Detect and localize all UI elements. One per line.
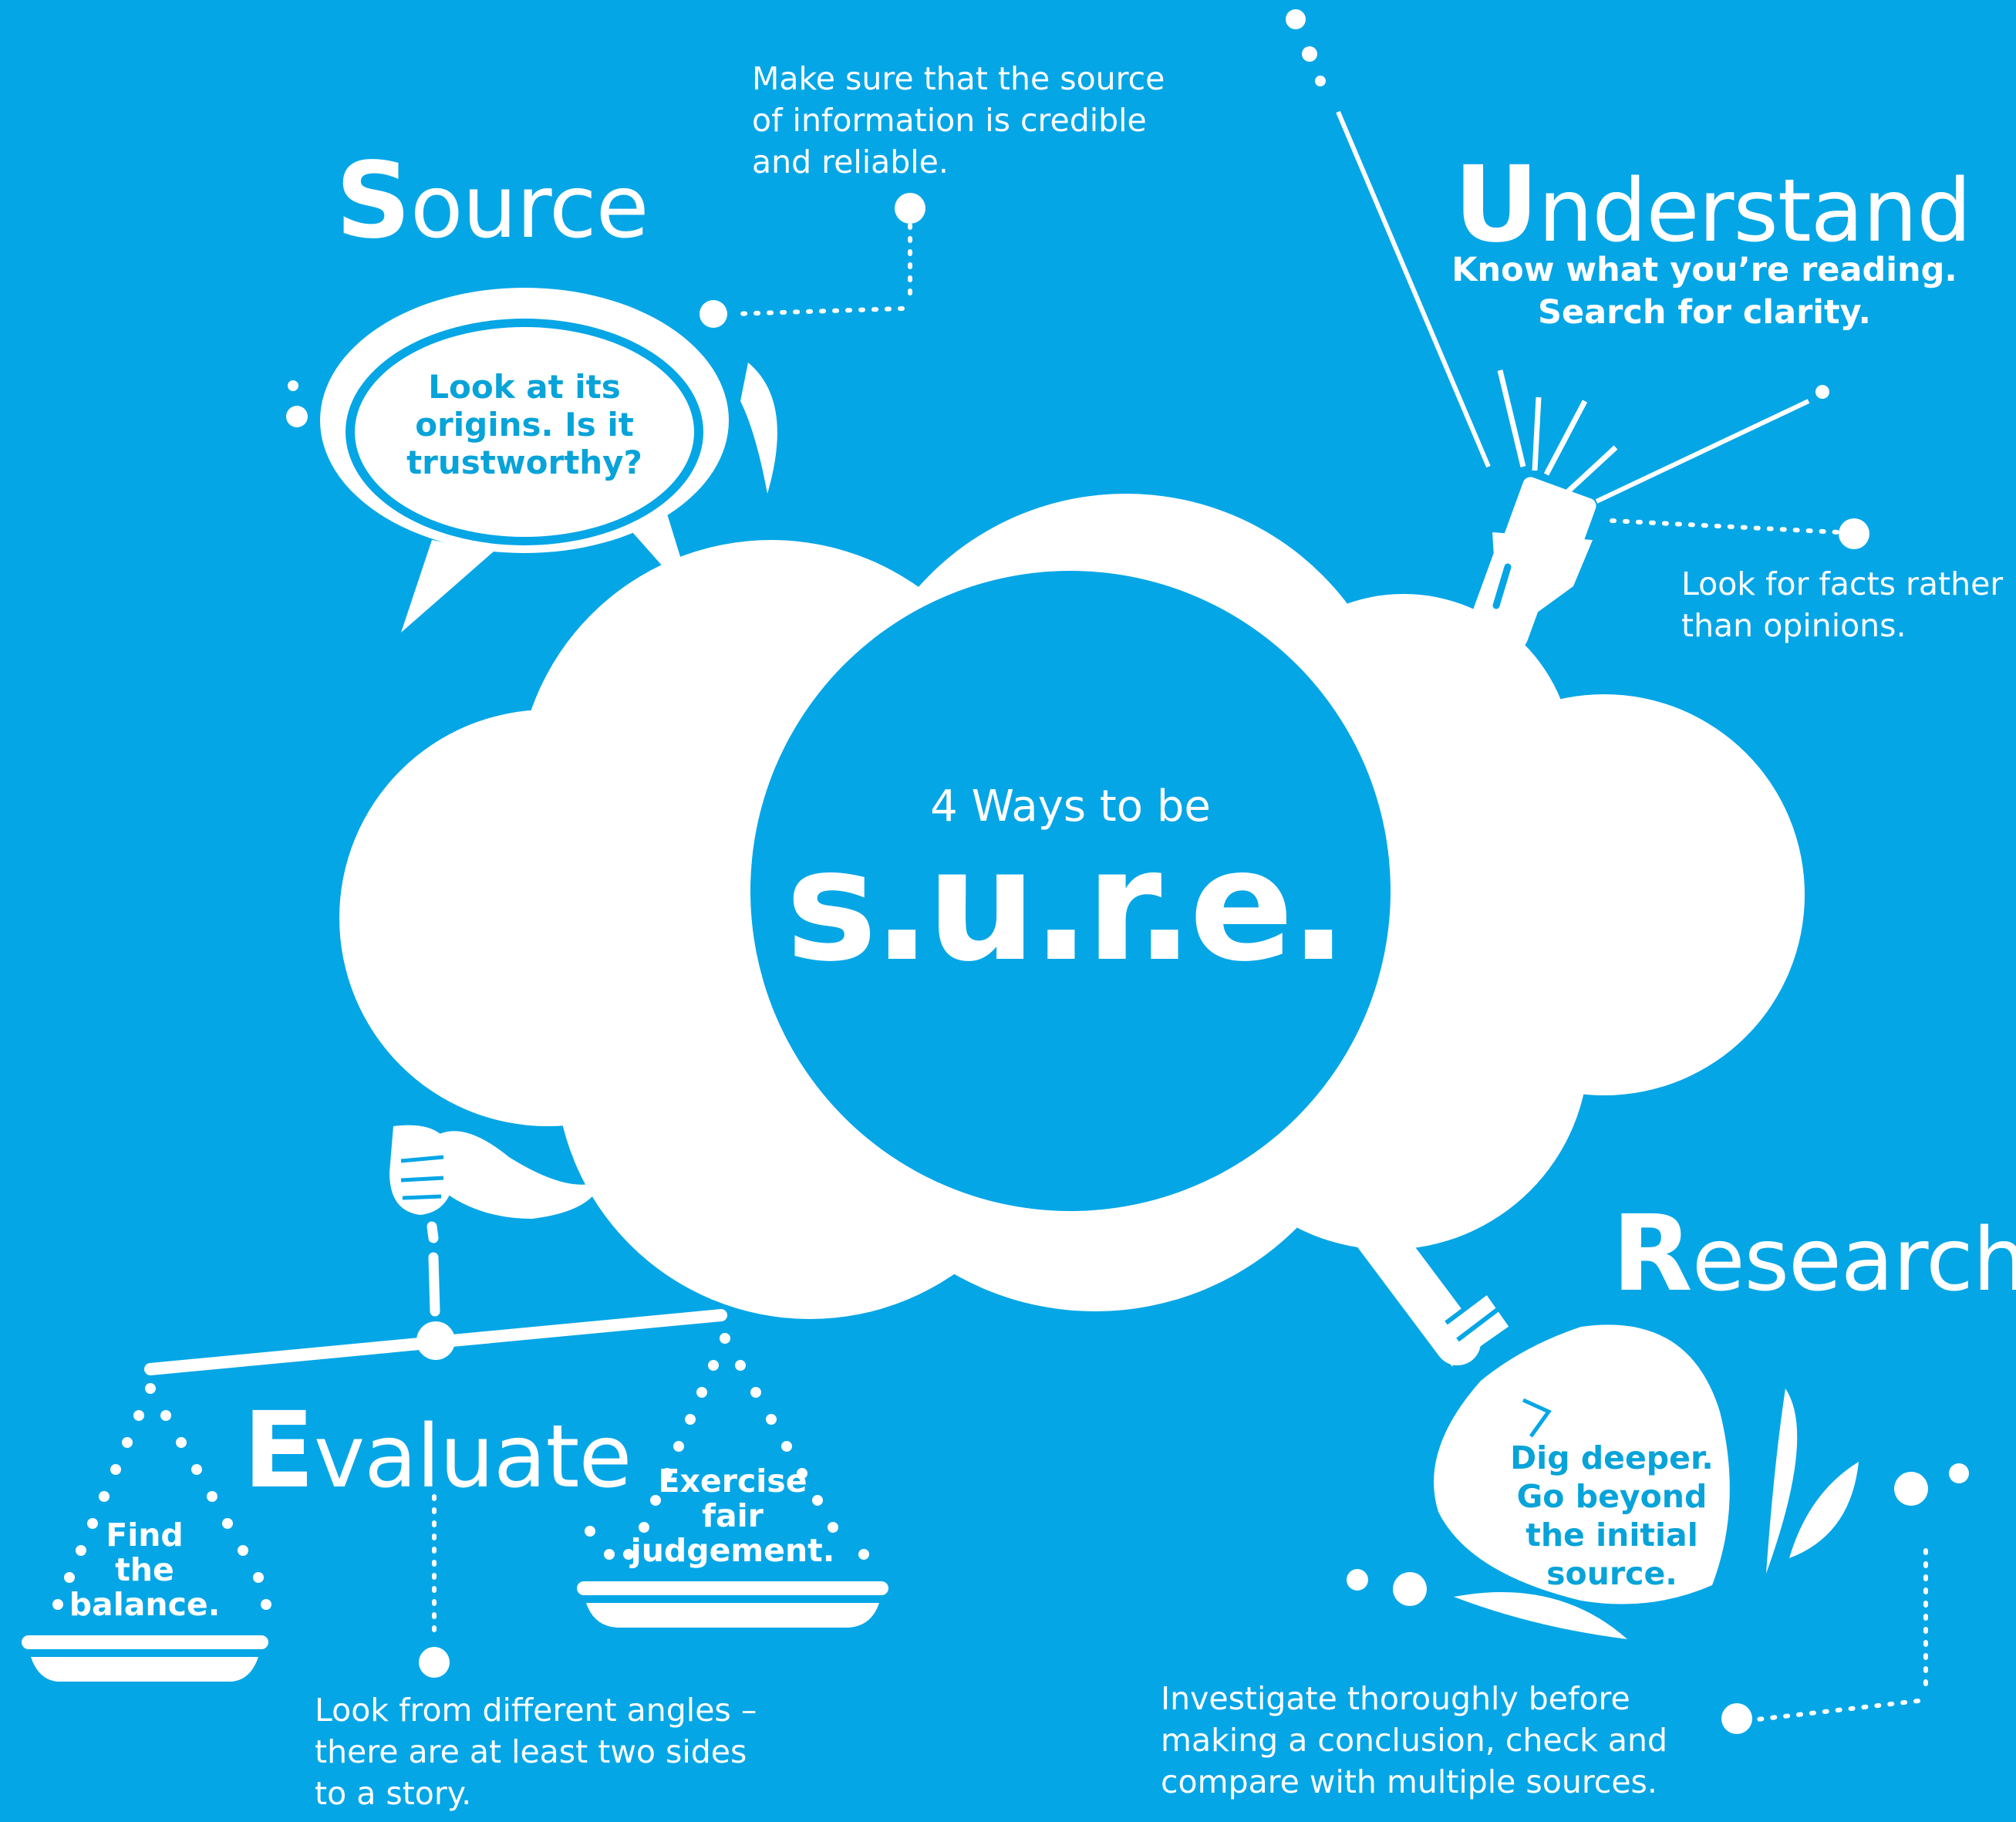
research-heading-rest: esearch [1691,1210,2016,1311]
source-note-line: and reliable. [752,143,949,181]
evaluate-note: Look from different angles – there are a… [315,1689,757,1814]
evaluate-note-line: to a story. [315,1775,472,1812]
source-connector [700,193,925,328]
center-circle [750,571,1391,1211]
research-note-line: Investigate thoroughly before [1161,1680,1630,1717]
source-heading: Source [335,139,649,265]
understand-note-line: Look for facts rather [1681,565,2004,602]
source-bubble-line: Look at its [428,368,621,406]
source-bubble-line: trustworthy? [406,444,642,481]
center-subtitle: 4 Ways to be [930,781,1211,832]
understand-subline-line: Search for clarity. [1537,293,1871,332]
research-note-line: making a conclusion, check and [1161,1722,1668,1759]
research-shovel-line: Dig deeper. [1510,1439,1714,1476]
research-shovel-line: the initial [1525,1517,1698,1554]
understand-subline: Know what you’re reading. Search for cla… [1434,249,1974,334]
evaluate-note-line: there are at least two sides [315,1733,747,1770]
right-pan-line: judgement. [630,1532,835,1569]
speech-bubble-icon [286,288,777,633]
understand-note-line: than opinions. [1681,607,1906,644]
research-heading: Research [1612,1192,2016,1318]
right-pan-line: Exercise [658,1463,807,1500]
right-pan-line: fair [702,1497,764,1534]
source-note-line: Make sure that the source [752,60,1165,97]
research-shovel-line: Go beyond [1516,1478,1708,1515]
research-note: Investigate thoroughly before making a c… [1161,1678,1667,1803]
left-pan-line: Find [106,1517,184,1554]
understand-heading: Understand [1454,143,1971,268]
center-title: s.u.r.e. [785,816,1347,996]
understand-heading-initial: U [1454,144,1539,266]
understand-heading-rest: nderstand [1538,161,1971,261]
understand-subline-line: Know what you’re reading. [1451,251,1957,289]
understand-note: Look for facts rather than opinions. [1681,563,2003,646]
source-note: Make sure that the source of information… [752,58,1165,183]
research-shovel-text: Dig deeper. Go beyond the initial source… [1481,1439,1743,1593]
evaluate-heading-rest: valuate [313,1407,632,1507]
left-pan-line: balance. [69,1586,221,1623]
research-shovel-line: source. [1546,1555,1677,1592]
source-bubble-line: origins. Is it [415,406,634,444]
source-bubble-text: Look at its origins. Is it trustworthy? [370,368,679,481]
source-heading-rest: ource [410,157,649,258]
source-note-line: of information is credible [752,102,1147,139]
shovel-icon [1342,1196,1969,1734]
source-heading-initial: S [335,140,411,262]
evaluate-note-line: Look from different angles – [315,1692,757,1729]
left-pan-line: the [115,1551,174,1588]
scale-icon [22,1125,888,1682]
evaluate-right-pan-text: Exercise fair judgement. [609,1464,856,1568]
evaluate-heading: Evaluate [243,1388,632,1514]
flashlight-icon [1286,9,1869,651]
research-note-line: compare with multiple sources. [1161,1763,1657,1800]
evaluate-heading-initial: E [243,1390,315,1512]
research-heading-initial: R [1612,1193,1693,1315]
evaluate-left-pan-text: Find the balance. [42,1518,247,1622]
